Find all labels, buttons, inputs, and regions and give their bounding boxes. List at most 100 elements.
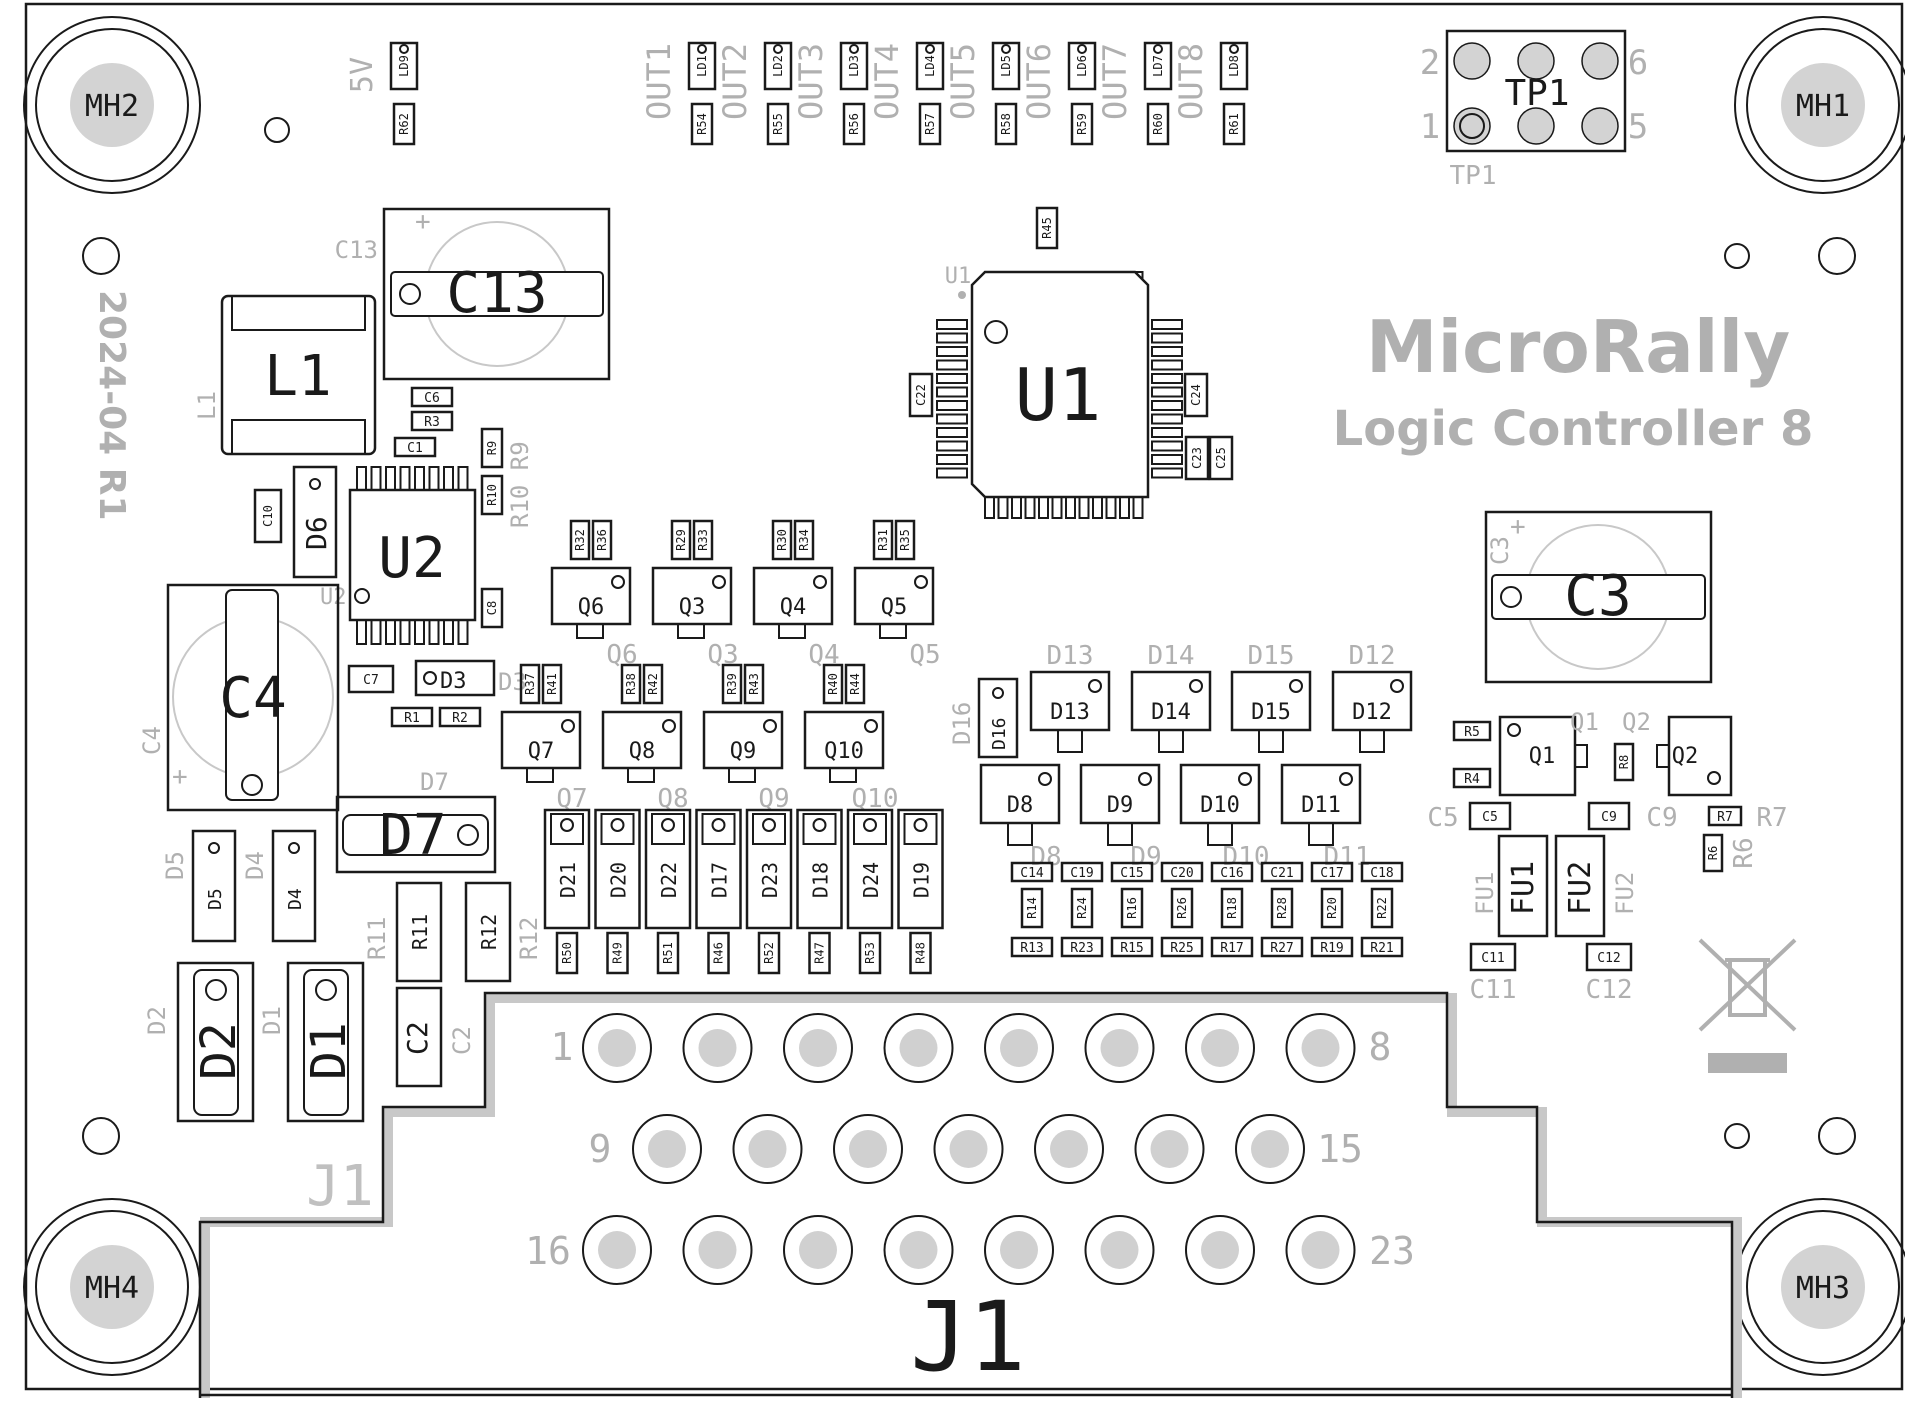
c22-part: C22 <box>908 372 934 418</box>
r33-ref: R33 <box>696 529 710 551</box>
c14-part: C14 <box>1010 861 1054 883</box>
r59-ref: R59 <box>1075 113 1089 135</box>
r38-ref: R38 <box>624 673 638 695</box>
ld2-ref: LD2 <box>771 55 785 77</box>
r31-part: R31 <box>872 519 894 561</box>
r55-part: R55 <box>766 102 790 146</box>
out7-silk: OUT7 <box>1096 43 1134 120</box>
ld9-ref: LD9 <box>397 55 411 77</box>
r36-ref: R36 <box>595 529 609 551</box>
c10-ref: C10 <box>261 505 275 527</box>
fu2-silk: FU2 <box>1611 872 1639 915</box>
r10-ref: R10 <box>485 484 499 506</box>
u1-silk: U1 <box>945 264 972 289</box>
r21-ref: R21 <box>1370 941 1393 956</box>
j1-pin-23-label: 23 <box>1369 1229 1415 1273</box>
c9-ref: C9 <box>1601 810 1617 825</box>
d23-ref: D23 <box>758 862 782 898</box>
svg-text:+: + <box>172 762 188 792</box>
d13-silk: D13 <box>1047 641 1094 671</box>
ld7-ref: LD7 <box>1151 55 1165 77</box>
r13-part: R13 <box>1010 936 1054 958</box>
c5-ref: C5 <box>1482 810 1498 825</box>
r51-ref: R51 <box>661 942 675 964</box>
r24-part: R24 <box>1070 887 1094 929</box>
q9-ref: Q9 <box>730 739 757 764</box>
ld9-part: LD9 <box>389 41 419 91</box>
r38-part: R38 <box>620 663 642 705</box>
c15-ref: C15 <box>1120 866 1143 881</box>
r29-part: R29 <box>670 519 692 561</box>
d4-silk: D4 <box>241 851 269 880</box>
r9-ref: R9 <box>485 441 499 455</box>
r49-ref: R49 <box>611 942 625 964</box>
d22-ref: D22 <box>657 862 681 898</box>
ld8-part: LD8 <box>1219 41 1249 91</box>
c17-part: C17 <box>1310 861 1354 883</box>
r44-ref: R44 <box>848 673 862 695</box>
r39-ref: R39 <box>725 673 739 695</box>
c22-ref: C22 <box>914 384 928 406</box>
q5-silk: Q5 <box>909 640 940 670</box>
r7-ref: R7 <box>1717 810 1733 825</box>
r13-ref: R13 <box>1020 941 1043 956</box>
u1-ref: U1 <box>1015 353 1102 437</box>
c20-ref: C20 <box>1170 866 1193 881</box>
q1-transistor: Q1 Q1 <box>1498 708 1599 797</box>
c16-ref: C16 <box>1220 866 1243 881</box>
mh2-label: MH2 <box>85 89 139 124</box>
d8-ref: D8 <box>1007 793 1034 818</box>
r29-ref: R29 <box>674 529 688 551</box>
d12-ref: D12 <box>1352 700 1392 725</box>
r31-ref: R31 <box>876 529 890 551</box>
out6-silk: OUT6 <box>1020 43 1058 120</box>
d2-silk: D2 <box>143 1006 171 1035</box>
tp1-silk: TP1 <box>1450 161 1497 191</box>
r24-ref: R24 <box>1075 897 1089 919</box>
r4-part: R4 <box>1452 767 1492 789</box>
d7-ref: D7 <box>379 803 446 868</box>
r52-ref: R52 <box>762 942 776 964</box>
r46-ref: R46 <box>712 942 726 964</box>
d9-silk: D9 <box>1130 842 1161 872</box>
r25-part: R25 <box>1160 936 1204 958</box>
d6-ref: D6 <box>300 516 333 550</box>
c5-silk: C5 <box>1427 803 1458 833</box>
r40-ref: R40 <box>826 673 840 695</box>
c8-ref: C8 <box>485 601 499 615</box>
c11-part: C11 <box>1469 942 1517 972</box>
out1-silk: OUT1 <box>640 43 678 120</box>
r30-ref: R30 <box>775 529 789 551</box>
flyback-diode-row: D21R50D20R49D22R51D17R46D23R52D18R47D24R… <box>543 808 944 975</box>
j1-pin-9-label: 9 <box>589 1127 612 1171</box>
fu2-fuse: FU2 FU2 <box>1554 834 1639 938</box>
r20-ref: R20 <box>1325 897 1339 919</box>
r27-ref: R27 <box>1270 941 1293 956</box>
q5-ref: Q5 <box>881 595 908 620</box>
j1-connector: J1 J1 1 8 9 15 16 23 <box>198 991 1742 1398</box>
c14-ref: C14 <box>1020 866 1044 881</box>
r23-part: R23 <box>1060 936 1104 958</box>
mounting-hole-mh4: MH4 <box>23 1198 201 1376</box>
r17-part: R17 <box>1210 936 1254 958</box>
r48-ref: R48 <box>914 942 928 964</box>
r46-part: R46 <box>707 931 730 975</box>
j1-pin-15-label: 15 <box>1317 1127 1363 1171</box>
d16-diode: D16 D16 <box>948 677 1019 759</box>
d24-ref: D24 <box>859 862 883 898</box>
out5-silk: OUT5 <box>944 43 982 120</box>
board-revision: 2024-04 R1 <box>91 290 132 521</box>
r25-ref: R25 <box>1170 941 1193 956</box>
r58-part: R58 <box>994 102 1018 146</box>
d5-diode: D5 D5 <box>161 829 237 943</box>
c4-ref: C4 <box>219 666 286 731</box>
u2-silk: U2 <box>320 585 347 610</box>
